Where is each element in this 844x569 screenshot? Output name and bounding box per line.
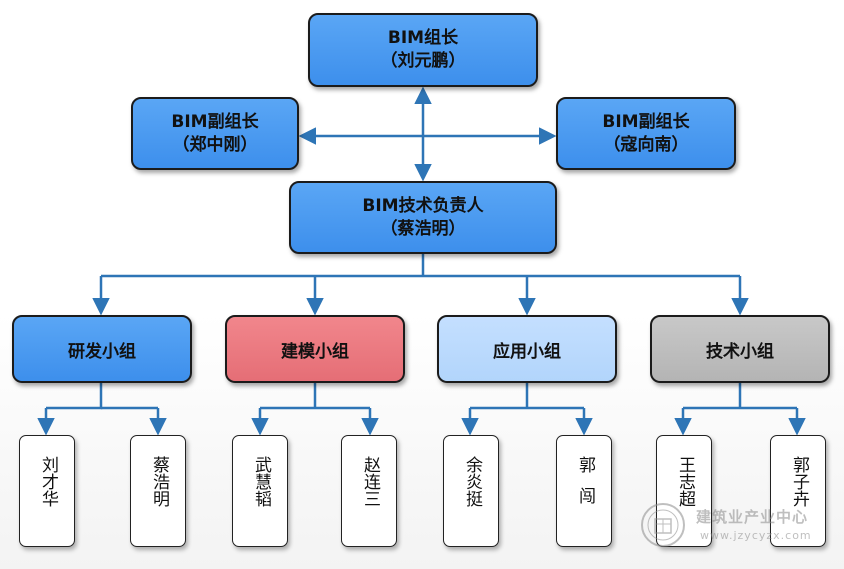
- watermark: 建筑业产业中心 www.jzycyzx.com: [638, 500, 838, 550]
- group-label: 技术小组: [706, 341, 774, 362]
- member-card: 刘才华: [19, 435, 75, 547]
- tech-lead-name: （蔡浩明）: [380, 218, 466, 239]
- member-name: 刘才华: [38, 456, 58, 507]
- group-box-technical: 技术小组: [650, 315, 830, 383]
- member-name: 郭闯: [575, 456, 595, 518]
- member-card: 蔡浩明: [130, 435, 186, 547]
- member-name: 赵连三: [360, 456, 380, 507]
- deputy-title: BIM副组长: [602, 111, 690, 132]
- leader-box: BIM组长 （刘元鹏）: [308, 13, 538, 87]
- member-card: 武慧韬: [232, 435, 288, 547]
- group-box-modeling: 建模小组: [225, 315, 405, 383]
- tech-lead-box: BIM技术负责人 （蔡浩明）: [289, 181, 557, 254]
- leader-title: BIM组长: [387, 28, 459, 48]
- connector-group-1-members: [46, 383, 103, 410]
- member-name: 余炎挺: [462, 456, 482, 507]
- group-box-application: 应用小组: [437, 315, 617, 383]
- member-name: 武慧韬: [251, 456, 271, 507]
- tech-lead-title: BIM技术负责人: [362, 195, 484, 216]
- group-box-research: 研发小组: [12, 315, 192, 383]
- group-label: 研发小组: [68, 341, 136, 362]
- member-card: 郭子卉: [770, 435, 826, 547]
- seal-icon: [641, 503, 685, 547]
- deputy-name: （寇向南）: [603, 134, 689, 155]
- member-card: 赵连三: [341, 435, 397, 547]
- member-card: 郭闯: [556, 435, 612, 547]
- watermark-url: www.jzycyzx.com: [700, 529, 812, 542]
- member-name: 蔡浩明: [149, 456, 169, 507]
- deputy-box-left: BIM副组长 （郑中刚）: [131, 97, 299, 170]
- group-label: 建模小组: [281, 341, 349, 362]
- deputy-name: （郑中刚）: [172, 134, 258, 155]
- member-name: 郭子卉: [789, 456, 809, 507]
- group-label: 应用小组: [493, 341, 561, 362]
- watermark-title: 建筑业产业中心: [696, 508, 809, 526]
- deputy-box-right: BIM副组长 （寇向南）: [556, 97, 736, 170]
- member-name: 王志超: [675, 456, 695, 507]
- leader-name: （刘元鹏）: [380, 51, 466, 71]
- member-card: 余炎挺: [443, 435, 499, 547]
- deputy-title: BIM副组长: [171, 111, 259, 132]
- member-card: 王志超: [656, 435, 712, 547]
